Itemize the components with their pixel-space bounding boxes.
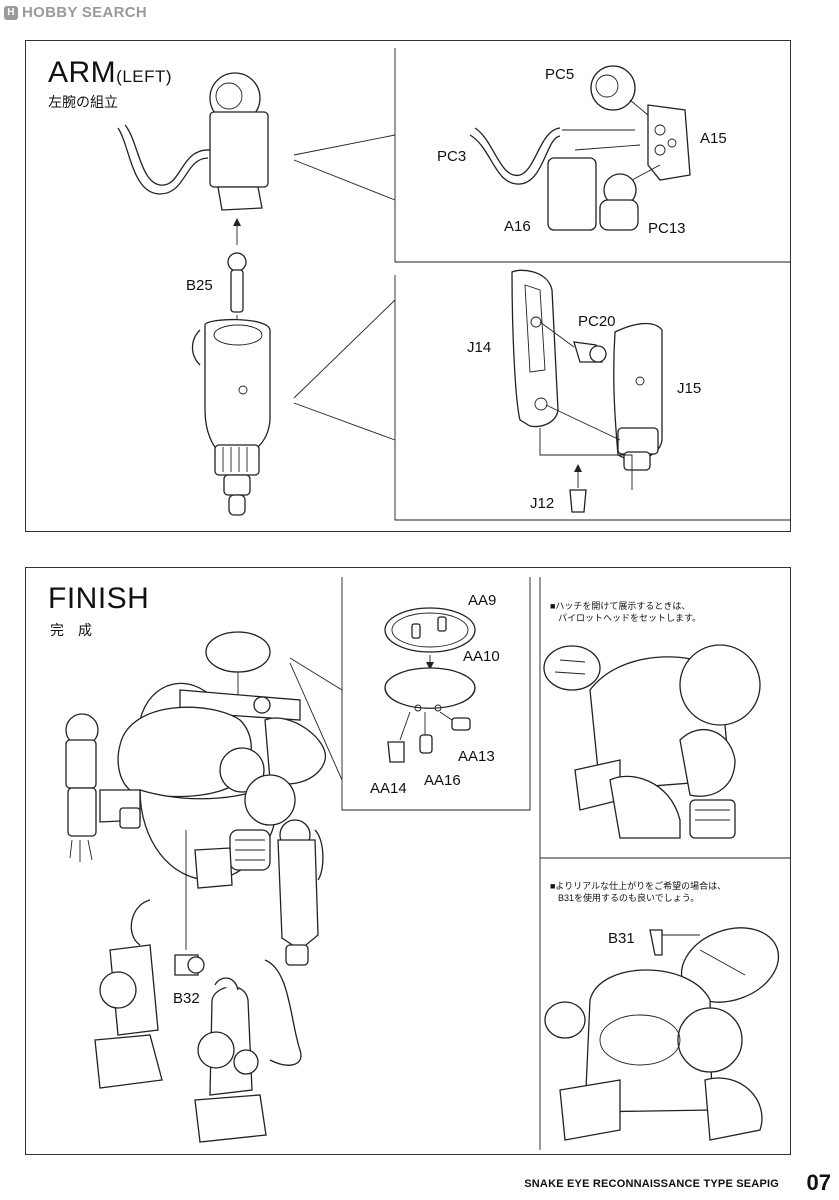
hatch-exploded-drawing <box>384 607 476 763</box>
label-aa14: AA14 <box>370 780 407 797</box>
finish-panel <box>25 567 791 1155</box>
watermark-text: HOBBY SEARCH <box>22 4 148 21</box>
page-number: 07 <box>806 1170 831 1195</box>
label-pc5: PC5 <box>545 66 575 83</box>
label-pc3: PC3 <box>437 148 467 165</box>
arm-title-text: ARM <box>48 56 117 89</box>
label-aa16: AA16 <box>424 772 461 789</box>
hobby-search-watermark: H HOBBY SEARCH <box>4 4 147 21</box>
label-a16: A16 <box>504 218 531 235</box>
finish-title: FINISH <box>48 582 150 615</box>
label-j15: J15 <box>677 380 702 397</box>
lower-arm-exploded-drawing <box>511 269 663 513</box>
label-j14: J14 <box>467 339 492 356</box>
hobby-search-logo-icon: H <box>4 5 18 20</box>
label-aa9: AA9 <box>468 592 497 609</box>
label-b32: B32 <box>173 990 200 1007</box>
hatch-callout-frame <box>341 577 531 811</box>
arm-title-suffix: (LEFT) <box>116 67 173 86</box>
label-b31: B31 <box>608 930 635 947</box>
note-realistic-line1: ■よりリアルな仕上がりをご希望の場合は、 <box>550 881 727 891</box>
arm-bottom-callout-frame <box>394 275 790 521</box>
note-hatch-line1: ■ハッチを開けて展示するときは、 <box>550 601 691 611</box>
note-hatch: ■ハッチを開けて展示するときは、 パイロットヘッドをセットします。 <box>550 600 701 624</box>
label-j12: J12 <box>530 495 555 512</box>
hatch-open-view-drawing <box>543 644 761 839</box>
arm-top-callout-frame <box>394 48 790 263</box>
upper-arm-exploded-drawing <box>469 65 691 231</box>
b31-view-drawing <box>544 927 780 1141</box>
arm-subtitle: 左腕の組立 <box>48 94 118 110</box>
seapig-assembled-drawing <box>65 631 326 1143</box>
note-realistic: ■よりリアルな仕上がりをご希望の場合は、 B31を使用するのも良いでしょう。 <box>550 880 726 904</box>
label-aa13: AA13 <box>458 748 495 765</box>
footer-product-name: SNAKE EYE RECONNAISSANCE TYPE SEAPIG <box>524 1178 779 1190</box>
label-a15: A15 <box>700 130 727 147</box>
arm-title: ARM(LEFT) <box>48 56 172 90</box>
note-realistic-line2: B31を使用するのも良いでしょう。 <box>558 893 700 903</box>
upper-arm-assembled-drawing <box>117 72 269 211</box>
b25-pin-drawing <box>227 252 247 313</box>
label-b25: B25 <box>186 277 213 294</box>
label-pc13: PC13 <box>648 220 686 237</box>
finish-subtitle: 完 成 <box>50 622 92 638</box>
arm-panel <box>25 40 791 532</box>
label-pc20: PC20 <box>578 313 616 330</box>
lower-arm-assembled-drawing <box>191 318 271 516</box>
note-hatch-line2: パイロットヘッドをセットします。 <box>558 613 702 623</box>
label-aa10: AA10 <box>463 648 500 665</box>
